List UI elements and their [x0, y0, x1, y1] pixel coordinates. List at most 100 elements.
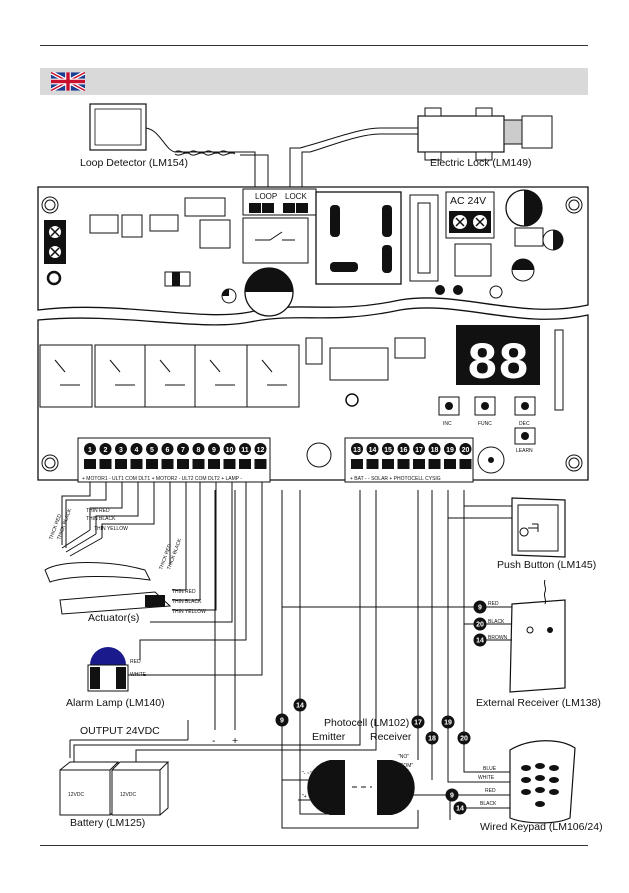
- svg-text:5: 5: [150, 447, 154, 454]
- terminal-left-11: 11: [239, 443, 251, 469]
- svg-text:INC: INC: [443, 421, 452, 427]
- ac24v-label: AC 24V: [450, 195, 486, 207]
- svg-text:7: 7: [181, 447, 185, 454]
- learn-button[interactable]: LEARN: [514, 427, 536, 454]
- svg-text:13: 13: [353, 447, 361, 454]
- lamp-wire-white: WHITE: [130, 672, 147, 678]
- svg-text:11: 11: [241, 447, 249, 454]
- keypad-wire-blue: BLUE: [483, 766, 497, 772]
- terminal-labels-right: + BAT - - SOLAR + PHOTOCELL CYSIG: [350, 476, 441, 482]
- lock-label: LOCK: [285, 192, 307, 201]
- alarm-lamp: RED WHITE Alarm Lamp (LM140): [66, 647, 165, 709]
- terminal-left-9: 9: [208, 443, 220, 469]
- receiver-wire-red: RED: [488, 601, 499, 607]
- terminal-left-2: 2: [99, 443, 112, 469]
- wire-thin-yellow-2: THIN YELLOW: [172, 609, 206, 615]
- actuators-label: Actuator(s): [88, 612, 139, 624]
- receiver-contact-minus: "- ~": [398, 799, 408, 805]
- dec-button[interactable]: DEC: [514, 396, 536, 427]
- loop-label: LOOP: [255, 192, 277, 201]
- terminal-left-3: 3: [115, 443, 127, 469]
- receiver-contact-plus: "+ ~": [398, 788, 409, 794]
- wire-thin-red: THIN RED: [86, 508, 110, 514]
- uk-flag-icon: [51, 72, 85, 91]
- svg-text:15: 15: [384, 447, 392, 454]
- terminal-left-6: 6: [161, 443, 174, 469]
- lamp-wire-red: RED: [130, 659, 141, 665]
- wire-badge-20: 20: [457, 731, 471, 745]
- inc-button[interactable]: INC: [438, 396, 460, 427]
- terminal-right-13: 13: [351, 443, 363, 469]
- wire-badge-19: 19: [441, 715, 455, 729]
- terminal-right-16: 16: [397, 443, 410, 469]
- control-board: LOOP LOCK AC 24V: [37, 186, 589, 483]
- svg-text:9: 9: [280, 718, 284, 725]
- svg-text:14: 14: [296, 703, 304, 710]
- keypad-wire-white: WHITE: [478, 775, 495, 781]
- loop-detector-label: Loop Detector (LM154): [80, 157, 188, 169]
- terminal-block-right: 13 14 15 16 17 18 19 20: [344, 437, 474, 483]
- push-button-device: Push Button (LM145): [447, 490, 596, 571]
- terminal-right-20: 20: [459, 443, 472, 469]
- svg-text:14: 14: [369, 447, 377, 454]
- svg-text:2: 2: [104, 447, 108, 454]
- terminal-right-18: 18: [428, 443, 441, 469]
- terminal-right-14: 14: [366, 443, 379, 469]
- svg-text:FUNC: FUNC: [478, 421, 492, 427]
- keypad-wire-red: RED: [485, 788, 496, 794]
- electric-lock-label: Electric Lock (LM149): [430, 157, 532, 169]
- terminal-left-5: 5: [146, 443, 158, 469]
- loop-detector: Loop Detector (LM154): [80, 103, 271, 200]
- receiver-label: Receiver: [370, 731, 412, 743]
- seven-segment-display: 88: [467, 335, 529, 394]
- svg-text:10: 10: [226, 447, 234, 454]
- wire-badge-9: 9: [473, 600, 487, 614]
- svg-text:1: 1: [88, 447, 92, 454]
- wire-badge-20: 20: [473, 617, 487, 631]
- language-banner: [40, 68, 588, 95]
- terminal-left-4: 4: [130, 443, 143, 469]
- receiver-contact-com: "COM": [398, 763, 413, 769]
- battery-1-voltage: 12VDC: [68, 792, 85, 798]
- actuators: Actuator(s) THIN RED THIN BLACK THIN YEL…: [44, 507, 206, 624]
- output-plus: +: [232, 735, 238, 747]
- terminal-left-7: 7: [177, 443, 189, 469]
- relay-bank: [39, 344, 300, 408]
- photocell: Photocell (LM102) Emitter Receiver "- ~"…: [281, 490, 451, 829]
- wire-thin-black-2: THIN BLACK: [172, 599, 202, 605]
- svg-text:18: 18: [431, 447, 439, 454]
- svg-text:14: 14: [456, 806, 464, 813]
- wire-badge-14: 14: [473, 633, 487, 647]
- svg-text:20: 20: [462, 447, 470, 454]
- terminal-left-12: 12: [254, 443, 267, 469]
- alarm-lamp-label: Alarm Lamp (LM140): [66, 697, 165, 709]
- wire-badge-14: 14: [453, 801, 467, 815]
- wire-thin-black: THIN BLACK: [86, 516, 116, 522]
- svg-text:3: 3: [119, 447, 123, 454]
- receiver-wire-brown: BROWN: [488, 635, 508, 641]
- svg-text:17: 17: [414, 720, 422, 727]
- svg-text:6: 6: [166, 447, 170, 454]
- wire-badge-14: 14: [293, 698, 307, 712]
- svg-text:8: 8: [197, 447, 201, 454]
- keypad-wire-black: BLACK: [480, 801, 497, 807]
- func-button[interactable]: FUNC: [474, 396, 496, 427]
- wire-badge-18: 18: [425, 731, 439, 745]
- external-receiver-label: External Receiver (LM138): [476, 697, 601, 709]
- svg-text:12: 12: [257, 447, 265, 454]
- top-rule: [40, 45, 588, 46]
- svg-text:20: 20: [460, 736, 468, 743]
- emitter-contact-plus: "+ ~": [302, 794, 313, 800]
- terminal-left-10: 10: [223, 443, 236, 469]
- svg-text:9: 9: [450, 793, 454, 800]
- svg-text:17: 17: [415, 447, 423, 454]
- svg-text:4: 4: [135, 447, 139, 454]
- output-minus: -: [212, 735, 216, 747]
- wire-thin-red-2: THIN RED: [172, 589, 196, 595]
- wire-badge-9: 9: [275, 713, 289, 727]
- receiver-contact-nc: "NC": [398, 774, 409, 780]
- emitter-contact-minus: "- ~": [302, 771, 312, 777]
- svg-text:19: 19: [446, 447, 454, 454]
